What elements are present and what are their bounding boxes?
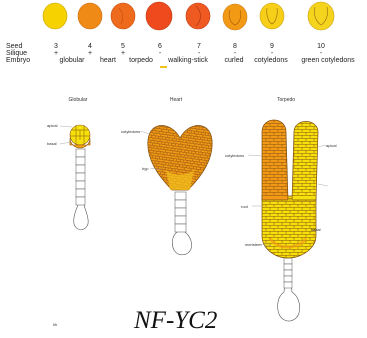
seed-8-icon <box>223 4 247 30</box>
seed-10-icon <box>308 2 334 30</box>
silique-value: - <box>198 50 200 57</box>
label-basal: basal <box>311 227 321 232</box>
row-label-seed: Seed <box>6 43 22 50</box>
seed-number: 3 <box>54 43 58 50</box>
silique-value: - <box>320 50 322 57</box>
embryo-stage-label: walking-stick <box>168 57 208 64</box>
silique-value: - <box>271 50 273 57</box>
seed-7-icon <box>186 3 210 29</box>
embryo-stage-label: green cotyledons <box>301 57 354 64</box>
globular-embryo <box>70 125 90 230</box>
embryo-stage-label: cotyledons <box>254 57 287 64</box>
embryo-stage-label: globular <box>60 57 85 64</box>
footnote: Ilh <box>53 322 57 327</box>
seed-3-icon <box>43 3 67 29</box>
seed-number: 5 <box>121 43 125 50</box>
label-apical: apical <box>326 143 336 148</box>
gene-name: NF-YC2 <box>134 307 217 335</box>
label-cotyledons: cotyledons <box>121 129 140 134</box>
embryo-stage-label: heart <box>100 57 116 64</box>
embryo-stage-label: torpedo <box>129 57 153 64</box>
row-label-silique: Silique <box>6 50 27 57</box>
label-hypocotyl: hyp <box>142 166 148 171</box>
seed-number: 6 <box>158 43 162 50</box>
seed-number: 10 <box>317 43 325 50</box>
seed-6-icon <box>146 2 172 30</box>
row-label-embryo: Embryo <box>6 57 30 64</box>
seed-9-icon <box>260 3 284 29</box>
stage-title-heart: Heart <box>170 97 182 103</box>
label-basal: basal <box>47 141 57 146</box>
stage-title-globular: Globular <box>69 97 88 103</box>
seed-number: 8 <box>233 43 237 50</box>
label-root: root <box>241 204 248 209</box>
seed-number: 9 <box>270 43 274 50</box>
seed-number: 4 <box>88 43 92 50</box>
label-apical: apical <box>47 123 57 128</box>
silique-value: + <box>54 50 58 57</box>
seed-5-icon <box>111 3 135 29</box>
silique-value: - <box>234 50 236 57</box>
heart-embryo <box>148 126 212 255</box>
seed-number: 7 <box>197 43 201 50</box>
label-cotyledons: cotyledons <box>225 153 244 158</box>
silique-value: + <box>88 50 92 57</box>
silique-value: + <box>121 50 125 57</box>
seed-4-icon <box>78 3 102 29</box>
silique-value: - <box>159 50 161 57</box>
torpedo-embryo <box>262 120 318 321</box>
stage-title-torpedo: Torpedo <box>277 97 295 103</box>
label-meristem: meristem <box>245 242 261 247</box>
embryo-stage-label: curled <box>224 57 243 64</box>
stage-marker <box>160 66 167 68</box>
